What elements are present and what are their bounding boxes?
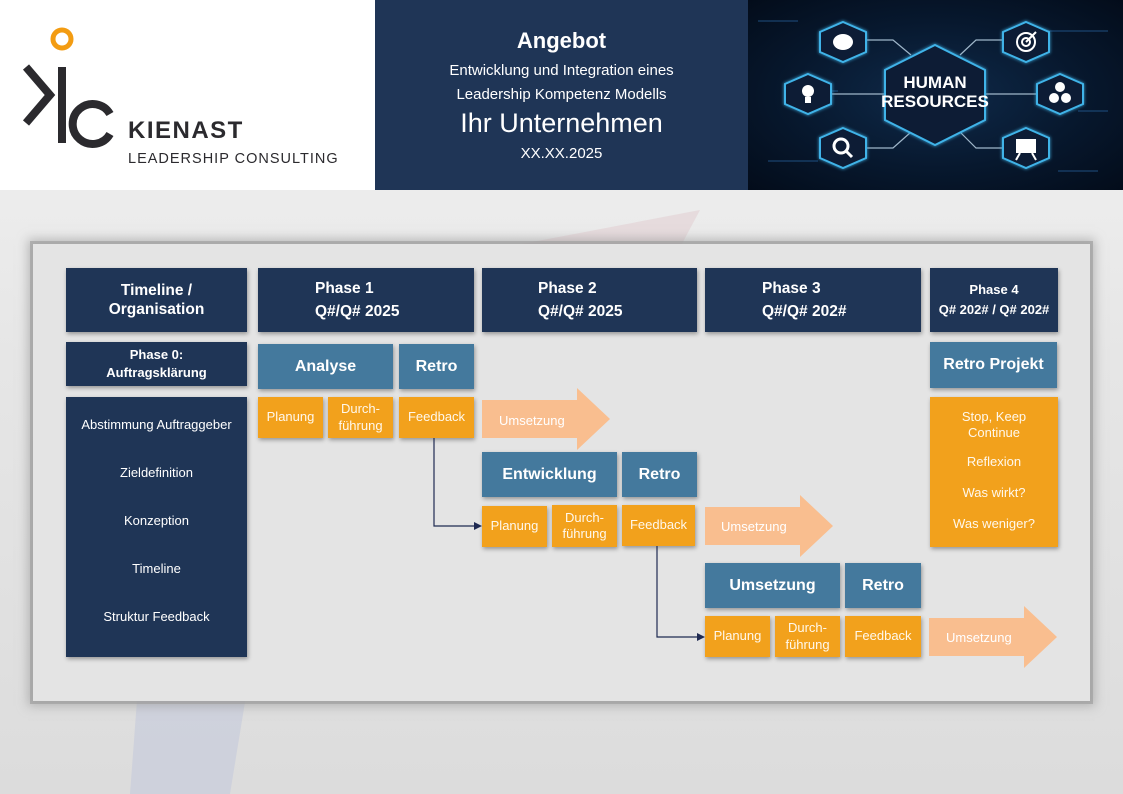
phase-0-item: Abstimmung Auftraggeber: [81, 417, 232, 432]
phase-1-analyse: Analyse: [258, 344, 393, 389]
phase-1-step-durchfuehrung: Durch- führung: [328, 397, 393, 438]
document-date: XX.XX.2025: [520, 145, 603, 162]
column-header-phase-1: Phase 1 Q#/Q# 2025: [258, 268, 474, 332]
phase-2-umsetzung-arrow: [705, 495, 833, 557]
phase-4-retro-items: Stop, Keep Continue Reflexion Was wirkt?…: [930, 397, 1058, 547]
feedback-connector-2: [656, 546, 705, 641]
phase-0-item: Konzeption: [123, 513, 190, 528]
column-header-line1: Phase 3: [762, 279, 821, 297]
phase-2-umsetzung-label: Umsetzung: [721, 518, 787, 534]
brand-logo-area: KIENAST LEADERSHIP CONSULTING: [0, 0, 375, 190]
phase-0-header: Phase 0: Auftragsklärung: [66, 342, 247, 386]
phase-3-umsetzung-label: Umsetzung: [946, 629, 1012, 645]
column-header-line1: Phase 2: [538, 279, 597, 297]
column-header-line2: Q#/Q# 2025: [538, 303, 623, 320]
phase-2-step-durchfuehrung: Durch- führung: [552, 505, 617, 547]
column-header-phase-4: Phase 4 Q# 202# / Q# 202#: [930, 268, 1058, 332]
phase-0-item: Struktur Feedback: [103, 609, 210, 624]
title-block: Angebot Entwicklung und Integration eine…: [375, 0, 748, 190]
phase-4-item: Was wirkt?: [962, 484, 1026, 500]
phase-0-item: Zieldefinition: [120, 465, 193, 480]
phase-3-umsetzung-arrow: [929, 606, 1057, 668]
phase-3-umsetzung: Umsetzung: [705, 563, 840, 608]
column-header-line2: Q#/Q# 2025: [315, 303, 400, 320]
lightbulb-icon: [802, 85, 814, 103]
phase-2-entwicklung: Entwicklung: [482, 452, 617, 497]
subtitle-line-1: Entwicklung und Integration eines: [449, 62, 674, 79]
phase-0-subtitle: Auftragsklärung: [106, 365, 207, 380]
phase-4-retro-projekt: Retro Projekt: [930, 342, 1057, 388]
document-heading: Angebot: [516, 28, 607, 53]
magnifier-icon: [832, 137, 854, 159]
phase-0-item: Timeline: [132, 561, 181, 576]
phase-3-retro: Retro: [845, 563, 921, 608]
phase-4-item: Stop, Keep Continue: [961, 409, 1027, 440]
phase-1-step-planung: Planung: [258, 397, 323, 438]
phase-3-step-feedback: Feedback: [845, 616, 921, 657]
brain-icon: [833, 34, 853, 50]
kienast-logo-icon: [22, 27, 114, 148]
gears-icon: [1049, 82, 1071, 103]
target-icon: [1016, 31, 1037, 52]
phase-3-step-planung: Planung: [705, 616, 770, 657]
column-header-line1: Timeline /: [120, 281, 193, 299]
phase-3-step-durchfuehrung: Durch- führung: [775, 616, 840, 657]
column-header-phase-2: Phase 2 Q#/Q# 2025: [482, 268, 697, 332]
phase-1-step-feedback: Feedback: [399, 397, 474, 438]
phase-0-task-list: Abstimmung Auftraggeber Zieldefinition K…: [66, 397, 247, 657]
phase-1-retro: Retro: [399, 344, 474, 389]
column-header-phase-3: Phase 3 Q#/Q# 202#: [705, 268, 921, 332]
column-header-line2: Q#/Q# 202#: [762, 303, 847, 320]
phase-2-step-planung: Planung: [482, 506, 547, 547]
column-header-line1: Phase 1: [315, 279, 374, 297]
phase-4-item: Reflexion: [966, 453, 1022, 469]
subtitle-line-2: Leadership Kompetenz Modells: [456, 86, 667, 103]
column-header-line2: Organisation: [108, 301, 205, 318]
human-resources-image: HUMAN RESOURCES: [748, 0, 1123, 190]
feedback-connector-1: [433, 438, 482, 530]
hr-label-1: HUMAN: [903, 73, 966, 92]
hr-label-2: RESOURCES: [881, 92, 989, 111]
column-header-line2: Q# 202# / Q# 202#: [938, 302, 1050, 317]
hr-center-hexagon: [884, 43, 986, 147]
hr-network-graphic: HUMAN RESOURCES: [758, 20, 1108, 172]
column-header-timeline: Timeline / Organisation: [66, 268, 247, 332]
brand-name: KIENAST: [128, 117, 244, 144]
brand-subtitle: LEADERSHIP CONSULTING: [128, 151, 339, 167]
phase-1-umsetzung-label: Umsetzung: [499, 412, 565, 428]
phase-0-title: Phase 0:: [129, 346, 184, 362]
phase-2-step-feedback: Feedback: [622, 505, 695, 546]
phase-2-retro: Retro: [622, 452, 697, 497]
presentation-icon: [1015, 139, 1037, 161]
phase-1-umsetzung-arrow: [482, 388, 610, 450]
column-header-line1: Phase 4: [969, 281, 1019, 297]
company-name: Ihr Unternehmen: [460, 108, 663, 138]
phase-4-item: Was weniger?: [953, 515, 1035, 531]
